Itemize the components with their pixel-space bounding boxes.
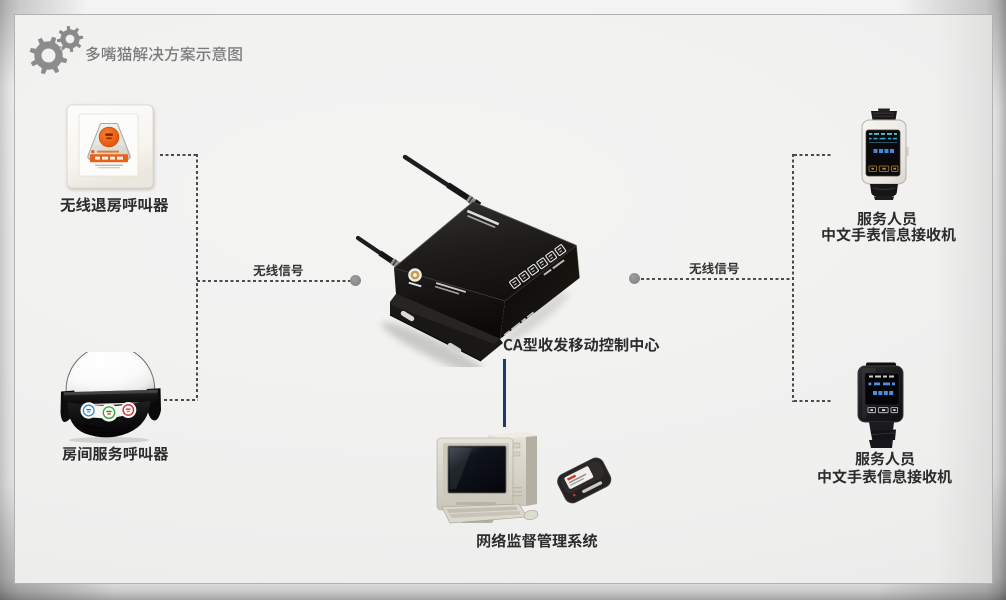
label-wireless-signal-right: 无线信号 — [689, 262, 739, 277]
staff-watch-bottom-device — [857, 362, 904, 448]
room-service-caller-device — [60, 352, 161, 443]
control-center-device — [355, 154, 580, 367]
monitor-screen — [447, 445, 507, 494]
label-staff-top-line1: 服务人员 — [857, 211, 917, 229]
label-room-service-caller: 房间服务呼叫器 — [62, 446, 169, 464]
label-network-system: 网络监督管理系统 — [476, 532, 598, 551]
connector-checkout-h — [160, 154, 198, 156]
label-wireless-signal-right-glyphs — [689, 262, 739, 275]
dome-red-button-icon — [122, 404, 135, 416]
connector-center-down — [502, 359, 506, 427]
label-checkout-caller-glyphs — [60, 196, 169, 212]
watch-bottom-screen — [864, 372, 900, 406]
connector-watch-top-h — [794, 154, 831, 156]
label-staff-bottom-line2-glyphs — [817, 468, 952, 484]
connector-right-v — [792, 154, 794, 402]
label-network-system-glyphs — [476, 532, 597, 548]
label-staff-bottom-line2: 中文手表信息接收机 — [817, 468, 952, 487]
connector-roomsvc-h — [164, 398, 198, 401]
dome-green-button-icon — [102, 406, 116, 419]
label-title: 多嘴猫解决方案示意图 — [85, 46, 243, 65]
label-control-center: CA型收发移动控制中心 — [503, 337, 660, 355]
label-staff-bottom-line1: 服务人员 — [855, 450, 915, 469]
connector-left-main-h — [197, 279, 350, 282]
right-endpoint-dot — [629, 273, 640, 284]
label-staff-bottom-line1-glyphs — [855, 450, 915, 466]
label-control-center-glyphs — [503, 337, 660, 352]
label-checkout-caller: 无线退房呼叫器 — [60, 196, 169, 215]
dome-blue-button-icon — [82, 404, 95, 417]
connector-right-main-h — [641, 277, 793, 280]
label-staff-top-line1-glyphs — [857, 211, 917, 226]
label-wireless-signal-left-glyphs — [253, 263, 303, 276]
network-system-device — [436, 432, 612, 524]
checkout-orange-button-icon — [98, 126, 120, 148]
left-endpoint-dot — [350, 275, 361, 286]
label-wireless-signal-left: 无线信号 — [253, 263, 303, 279]
checkout-caller-device — [66, 104, 154, 189]
label-staff-top-line2: 中文手表信息接收机 — [821, 227, 956, 245]
label-title-glyphs — [85, 46, 242, 62]
gears-icon — [29, 25, 84, 75]
connector-watch-bottom-h — [794, 400, 833, 402]
connector-left-v — [196, 154, 198, 400]
label-staff-top-line2-glyphs — [821, 227, 956, 242]
label-room-service-caller-glyphs — [62, 446, 169, 461]
staff-watch-top-device — [861, 108, 909, 200]
